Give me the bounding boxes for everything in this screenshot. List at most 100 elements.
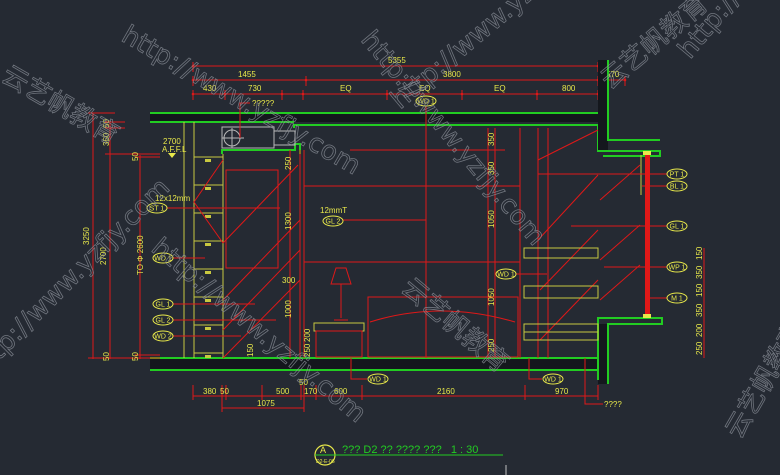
tag-label: WP 1	[669, 265, 686, 272]
tag-ellipse	[152, 314, 174, 326]
dim-right-150-b: 150	[695, 283, 704, 297]
title-sheet: D2-E-06	[316, 459, 335, 465]
dim-right-150-a: 150	[695, 246, 704, 260]
dim-430: 430	[203, 84, 217, 93]
tag-label: GL 2	[326, 219, 341, 226]
dim-50-bottom-a: 50	[220, 387, 229, 396]
material-tag-st1[interactable]: ST 1	[146, 202, 280, 214]
dim-250-mid: 250	[487, 338, 496, 352]
dim-eq-1: EQ	[340, 84, 352, 93]
dim-250-top: 250	[284, 156, 293, 170]
dimension-node	[191, 64, 195, 68]
building-structure	[150, 60, 663, 384]
watermark-logo-1: 云艺帆教育	[0, 60, 124, 151]
tag-label: WD 1	[154, 256, 172, 263]
right-shelves	[523, 155, 642, 341]
material-tag-m1[interactable]: M 1	[650, 292, 688, 304]
bottom-note: ????	[604, 400, 622, 409]
tag-label: WD 2	[154, 334, 172, 341]
dim-970: 970	[555, 387, 569, 396]
glass-note: 12mmT	[320, 206, 347, 215]
tag-ellipse	[666, 292, 688, 304]
tag-ellipse	[495, 268, 517, 280]
feature-wall	[299, 106, 641, 358]
material-tag-wd2-left[interactable]: WD 2	[152, 330, 241, 342]
drawing-title: A D2-E-06 ??? D2 ?? ???? ??? 1 : 30	[314, 444, 507, 475]
tag-ellipse	[666, 220, 688, 232]
dim-800: 800	[562, 84, 576, 93]
dim-50-bottom-b: 50	[299, 378, 308, 387]
material-tag-wd1-bottom-b[interactable]: WD 1	[528, 358, 564, 385]
material-tag-wd1-left[interactable]: WD 1	[152, 252, 205, 264]
dimension-node	[223, 92, 227, 96]
grout-note: 12x12mm	[155, 194, 190, 203]
material-tag-bl1[interactable]: BL 1	[642, 180, 688, 192]
material-tag-wd1-top[interactable]: WD 1	[415, 95, 437, 107]
tag-label: GL 2	[156, 318, 171, 325]
affl-label: A.F.F.L	[162, 145, 187, 154]
dimension-node	[535, 92, 539, 96]
dim-200-mid: 200	[303, 328, 312, 342]
leader-line	[528, 358, 542, 380]
dim-right-350-a: 350	[695, 265, 704, 279]
tag-ellipse	[152, 252, 174, 264]
tag-label: M 1	[671, 296, 683, 303]
tag-ellipse	[367, 373, 389, 385]
dim-380: 380	[203, 387, 217, 396]
dimension-node	[460, 92, 464, 96]
watermarks: http://www.yzfjy.com http://www.yzfjy.co…	[0, 0, 780, 444]
dim-3250: 3250	[82, 227, 91, 245]
dim-2700: 2700	[99, 247, 108, 265]
material-tag-gl2-mid[interactable]: GL 2	[322, 215, 344, 227]
dim-1000: 1000	[284, 300, 293, 318]
dim-50-a: 50	[102, 119, 111, 128]
dim-50-b: 50	[131, 152, 140, 161]
dim-350-mid-b: 350	[487, 161, 496, 175]
dim-2160: 2160	[437, 387, 455, 396]
material-tag-wd1-right[interactable]: WD 1	[495, 268, 547, 280]
tag-label: BL 1	[670, 184, 684, 191]
tag-ellipse	[152, 330, 174, 342]
affl-height: 2700	[163, 137, 181, 146]
dim-50-c: 50	[131, 352, 140, 361]
dim-to-2600: TO Φ 2600	[136, 235, 145, 275]
dimension-node	[385, 92, 389, 96]
vertical-dimensions: 350 350 1050 1050 250 1300 300 1000 250 …	[246, 128, 705, 358]
tag-ellipse	[666, 180, 688, 192]
dim-250-bottom: 250	[303, 343, 312, 357]
shelf-handle	[205, 159, 211, 162]
ac-note: ?????	[252, 99, 275, 108]
dim-1050-a: 1050	[487, 210, 496, 228]
material-tag-wd1-bottom-a[interactable]: WD 1	[350, 358, 389, 385]
shelf-handle	[205, 271, 211, 274]
shelf-handle	[205, 187, 211, 190]
material-tag-gl2-left[interactable]: GL 2	[152, 314, 276, 326]
material-tag-pt1[interactable]: PT 1	[560, 168, 688, 180]
dim-350-mid-a: 350	[487, 132, 496, 146]
dim-150-mid: 150	[246, 343, 255, 357]
tag-ellipse	[322, 215, 344, 227]
dimension-node	[304, 78, 308, 82]
shelf-handle	[205, 215, 211, 218]
level-marker-icon	[168, 153, 176, 158]
bedside-table	[313, 322, 365, 358]
bottom-dimensions: 380 50 500 50 170 600 2160 970 1075 ????	[192, 358, 622, 412]
left-dimensions: 3250 2700 TO Φ 2600 350 50 50 50 50 2700…	[82, 112, 347, 361]
dim-1050-b: 1050	[487, 288, 496, 306]
tag-ellipse	[415, 95, 437, 107]
dimension-node	[623, 78, 627, 82]
dimension-node	[301, 92, 305, 96]
material-tag-gl1-left[interactable]: GL 1	[152, 298, 255, 310]
title-symbol: A	[320, 445, 326, 455]
dim-50-d: 50	[102, 352, 111, 361]
dim-right-350-b: 350	[695, 303, 704, 317]
air-conditioner-unit: ?????	[221, 99, 296, 149]
material-tag-gl1-right[interactable]: GL 1	[571, 220, 688, 232]
leader-line	[350, 358, 367, 380]
tag-label: PT 1	[670, 172, 685, 179]
material-tag-wp1[interactable]: WP 1	[604, 261, 688, 273]
dim-570: 570	[606, 70, 620, 79]
dim-1300: 1300	[284, 212, 293, 230]
shelf-handle	[205, 299, 211, 302]
